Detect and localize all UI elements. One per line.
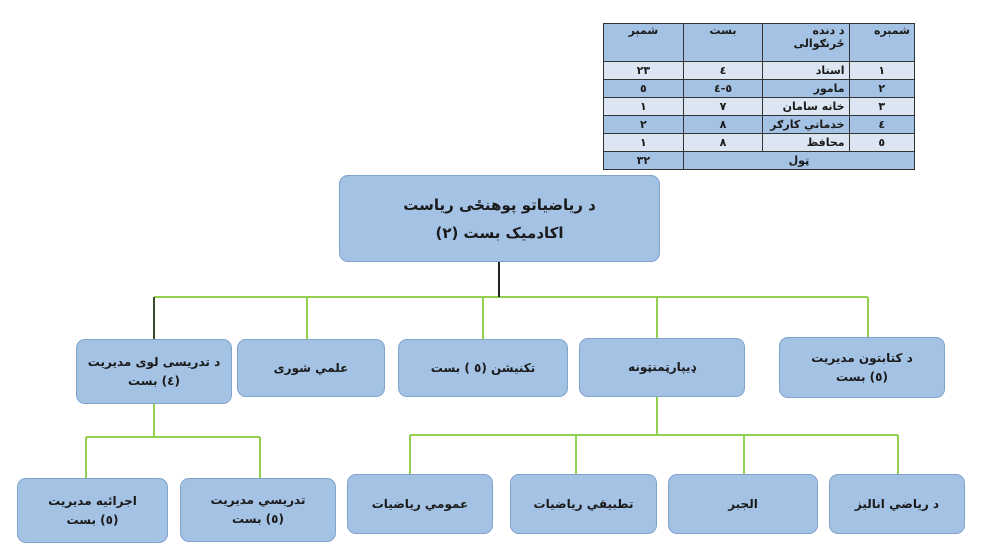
node-departments: ډیپارټمنټونه (579, 338, 745, 397)
node-math-analysis-title: د ریاضي انالیز (854, 496, 940, 511)
table-row: ٤ خدماتي کارګر ۸ ۲ (603, 115, 916, 134)
node-executive-admin: اجرائیه مدیریت (٥) بست (17, 478, 168, 543)
cell-grade: ٥-٤ (682, 79, 764, 98)
cell-count: ۱ (603, 97, 684, 116)
header-grade: بست (682, 23, 764, 62)
table-total-row: ټول ۳۲ (603, 151, 916, 170)
cell-grade: ۸ (682, 133, 764, 152)
cell-number: ۱ (848, 61, 916, 80)
header-job: د دنده ځرنګوالی (762, 23, 850, 62)
node-applied-math: تطبیقي ریاضیات (510, 474, 657, 534)
node-executive-admin-grade: (٥) بست (66, 512, 119, 527)
cell-count: ۱ (603, 133, 684, 152)
node-general-math: عمومي ریاضیات (347, 474, 493, 534)
total-count: ۳۲ (603, 151, 684, 170)
node-technician: تکنیشن (٥ ) بست (398, 339, 568, 397)
cell-count: ٥ (603, 79, 684, 98)
node-teaching-admin-grade: (٤) بست (128, 373, 180, 388)
cell-number: ۳ (848, 97, 916, 116)
table-row: ۳ خانه سامان ۷ ۱ (603, 97, 916, 116)
header-count: شمېر (603, 23, 684, 62)
table-header-row: شمېره د دنده ځرنګوالی بست شمېر (603, 23, 916, 62)
cell-job: خانه سامان (762, 97, 850, 116)
cell-grade: ۸ (682, 115, 764, 134)
cell-number: ۲ (848, 79, 916, 98)
node-teaching-management-grade: (٥) بست (232, 512, 284, 526)
node-algebra: الجبر (668, 474, 818, 534)
cell-job: محافظ (762, 133, 850, 152)
cell-number: ٥ (848, 133, 916, 152)
node-scientific-council: علمي شوری (237, 339, 385, 397)
node-teaching-management-title: تدریسي مدیریت (210, 493, 306, 507)
node-algebra-title: الجبر (728, 496, 758, 511)
node-general-math-title: عمومي ریاضیات (371, 496, 469, 511)
cell-job: خدماتي کارګر (762, 115, 850, 134)
table-row: ٥ محافظ ۸ ۱ (603, 133, 916, 152)
node-executive-admin-title: اجرائیه مدیریت (48, 493, 137, 508)
cell-number: ٤ (848, 115, 916, 134)
cell-count: ۲ (603, 115, 684, 134)
node-teaching-admin-title: د تدریسی لوی مدیریت (87, 354, 221, 369)
root-node-faculty-presidency: د ریاضیاتو پوهنځی ریاست اکادمیک بست (۲) (339, 175, 660, 262)
cell-job: مامور (762, 79, 850, 98)
cell-grade: ٤ (682, 61, 764, 80)
total-label: ټول (682, 151, 916, 170)
root-title: د ریاضیاتو پوهنځی ریاست (403, 195, 596, 214)
header-number: شمېره (848, 23, 916, 62)
node-library-admin-title: د کتابتون مدیریت (811, 350, 913, 365)
cell-job: استاد (762, 61, 850, 80)
node-applied-math-title: تطبیقي ریاضیات (533, 496, 634, 511)
node-library-admin: د کتابتون مدیریت (٥) بست (779, 337, 945, 398)
table-row: ۲ مامور ٥-٤ ٥ (603, 79, 916, 98)
node-library-admin-grade: (٥) بست (836, 369, 888, 384)
node-departments-title: ډیپارټمنټونه (628, 360, 696, 374)
root-subtitle: اکادمیک بست (۲) (435, 223, 564, 242)
node-teaching-management: تدریسي مدیریت (٥) بست (180, 478, 336, 542)
node-math-analysis: د ریاضي انالیز (829, 474, 965, 534)
node-technician-title: تکنیشن (٥ ) بست (430, 360, 536, 375)
node-scientific-council-title: علمي شوری (273, 360, 349, 375)
staff-summary-table: شمېره د دنده ځرنګوالی بست شمېر ۱ استاد ٤… (603, 23, 916, 170)
cell-grade: ۷ (682, 97, 764, 116)
node-teaching-admin: د تدریسی لوی مدیریت (٤) بست (76, 339, 232, 404)
table-row: ۱ استاد ٤ ۲۳ (603, 61, 916, 80)
cell-count: ۲۳ (603, 61, 684, 80)
